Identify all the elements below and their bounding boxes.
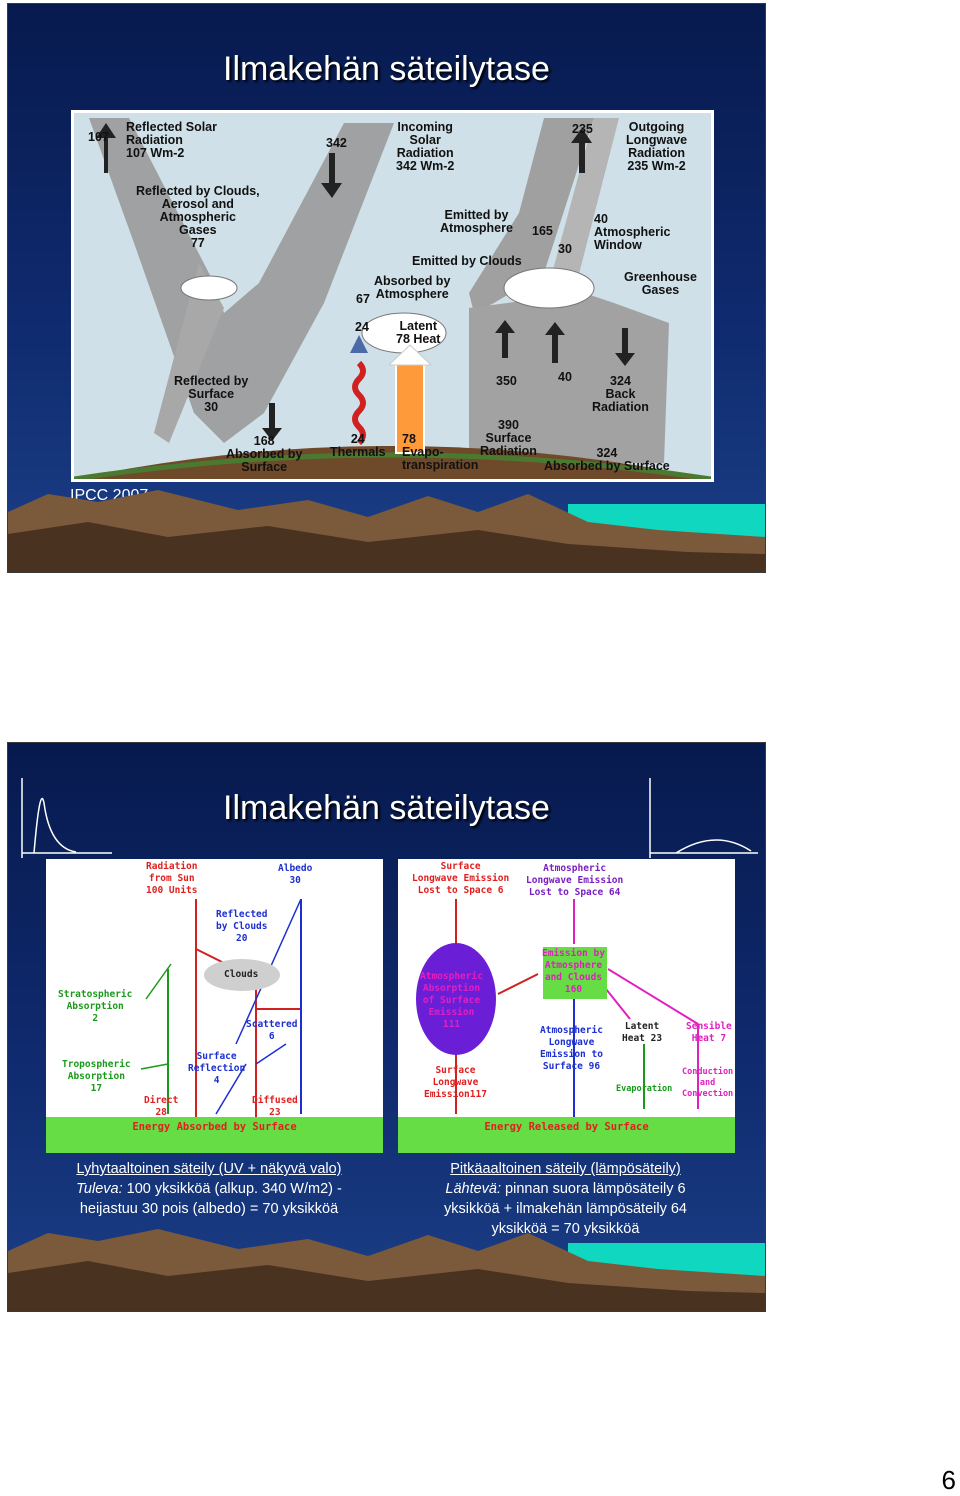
label-reflected-clouds: Reflected by Clouds, Aerosol and Atmosph… [136,184,260,250]
caption-right-em: Lähtevä: [445,1181,502,1197]
energy-budget-figure: 107 Reflected Solar Radiation 107 Wm-2 3… [71,110,714,482]
caption-right-text: pinnan suora lämpösäteily 6 [501,1181,686,1197]
label-emission-atmos: Emission by Atmosphere and Clouds 160 [542,948,605,995]
label-radiation-from-sun: Radiation from Sun 100 Units [146,861,198,896]
slide-title: Ilmakehän säteilytase [223,789,550,827]
label-atmospheric-window: 40 Atmospheric Window [594,212,671,252]
label-emitted-atmosphere: Emitted by Atmosphere [440,208,513,235]
num-342: 342 [326,136,347,150]
longwave-spectrum-icon [649,778,758,858]
label-latent: Latent Heat 23 [622,1021,663,1044]
caption-right-line1: Pitkäaaltoinen säteily (lämpösäteily) [450,1161,681,1177]
label-clouds: Clouds [224,969,259,980]
label-reflected-solar: Reflected Solar Radiation 107 Wm-2 [126,120,218,160]
caption-left-text: 100 yksikköä (alkup. 340 W/m2) - [122,1181,342,1197]
label-scattered: Scattered 6 [246,1019,298,1042]
num-350: 350 [496,374,517,388]
caption-right-line2: Lähtevä: pinnan suora lämpösäteily 6 [398,1179,733,1199]
label-reflected-surface: Reflected by Surface 30 [174,374,249,414]
label-atmos-to-surface: Atmospheric Longwave Emission to Surface… [540,1025,603,1072]
num-107: 107 [88,130,109,144]
label-absorbed-surface-324: 324 Absorbed by Surface [544,446,670,473]
shortwave-diagram: Radiation from Sun 100 Units Albedo 30 R… [46,859,383,1153]
num-24: 24 [355,320,369,334]
label-surface-reflection: Surface Reflection 4 [188,1051,246,1086]
caption-left-line2: Tuleva: 100 yksikköä (alkup. 340 W/m2) - [28,1179,390,1199]
label-atmos-lost: Atmospheric Longwave Emission Lost to Sp… [526,863,624,898]
label-incoming-solar: Incoming Solar Radiation 342 Wm-2 [396,120,455,173]
absorption-ellipse [416,943,496,1055]
label-albedo: Albedo 30 [278,863,313,886]
ground-strip [398,1117,735,1153]
longwave-diagram: Surface Longwave Emission Lost to Space … [398,859,735,1153]
label-surface-emission: Surface Longwave Emission117 [424,1065,487,1100]
num-165: 165 [532,224,553,238]
label-absorbed-surface-168: 168 Absorbed by Surface [226,434,303,474]
caption-right-line3: yksikköä + ilmakehän lämpösäteily 64 [444,1201,687,1217]
label-reflected-by-clouds: Reflected by Clouds 20 [216,909,268,944]
label-evaporation: Evaporation [616,1084,673,1094]
label-diffused: Diffused 23 [252,1095,298,1118]
caption-left-em: Tuleva: [76,1181,123,1197]
label-energy-released: Energy Released by Surface [484,1121,649,1133]
slide-2: Ilmakehän säteilytase Radiation from Sun… [7,742,766,1312]
label-surface-lost: Surface Longwave Emission Lost to Space … [412,861,510,896]
shortwave-spectrum-icon [21,778,112,858]
label-absorption: Atmospheric Absorption of Surface Emissi… [420,971,483,1030]
label-energy-absorbed: Energy Absorbed by Surface [132,1121,297,1133]
caption-left-line3: heijastuu 30 pois (albedo) = 70 yksikköä [79,1201,339,1217]
slide-1: Ilmakehän säteilytase [7,3,766,573]
mountain-silhouette [8,1229,765,1311]
label-conduction: Conduction and Convection [682,1067,734,1099]
ground-strip [46,1117,383,1153]
caption-shortwave: Lyhytaaltoinen säteily (UV + näkyvä valo… [28,1159,390,1219]
label-direct: Direct 28 [144,1095,179,1118]
clouds-ellipse [204,959,280,991]
label-evapotranspiration: 78 Evapo- transpiration [402,432,479,472]
caption-right-line4: yksikköä = 70 yksikköä [491,1221,640,1237]
label-emitted-clouds: Emitted by Clouds [412,254,522,268]
num-40: 40 [558,370,572,384]
label-tropospheric: Tropospheric Absorption 17 [62,1059,131,1094]
label-sensible: Sensible Heat 7 [686,1021,732,1044]
num-30: 30 [558,242,572,256]
page-number: 6 [941,1465,956,1495]
energy-flow-drawing [74,118,711,479]
label-stratospheric: Stratospheric Absorption 2 [58,989,133,1024]
label-outgoing-longwave: Outgoing Longwave Radiation 235 Wm-2 [626,120,688,173]
label-latent-heat: Latent 78 Heat [396,319,441,346]
label-absorbed-atmosphere: Absorbed by Atmosphere [374,274,451,301]
num-67: 67 [356,292,370,306]
caption-longwave: Pitkäaaltoinen säteily (lämpösäteily) Lä… [398,1159,733,1239]
label-surface-radiation: 390 Surface Radiation [480,418,537,458]
label-greenhouse-gases: Greenhouse Gases [624,270,697,297]
label-back-radiation: 324 Back Radiation [592,374,649,414]
label-thermals: 24 Thermals [330,432,386,459]
mountain-silhouette [8,490,765,572]
num-235: 235 [572,122,593,136]
caption-left-line1: Lyhytaaltoinen säteily (UV + näkyvä valo… [76,1161,342,1177]
emission-box [543,947,607,999]
slide-title: Ilmakehän säteilytase [223,50,550,88]
